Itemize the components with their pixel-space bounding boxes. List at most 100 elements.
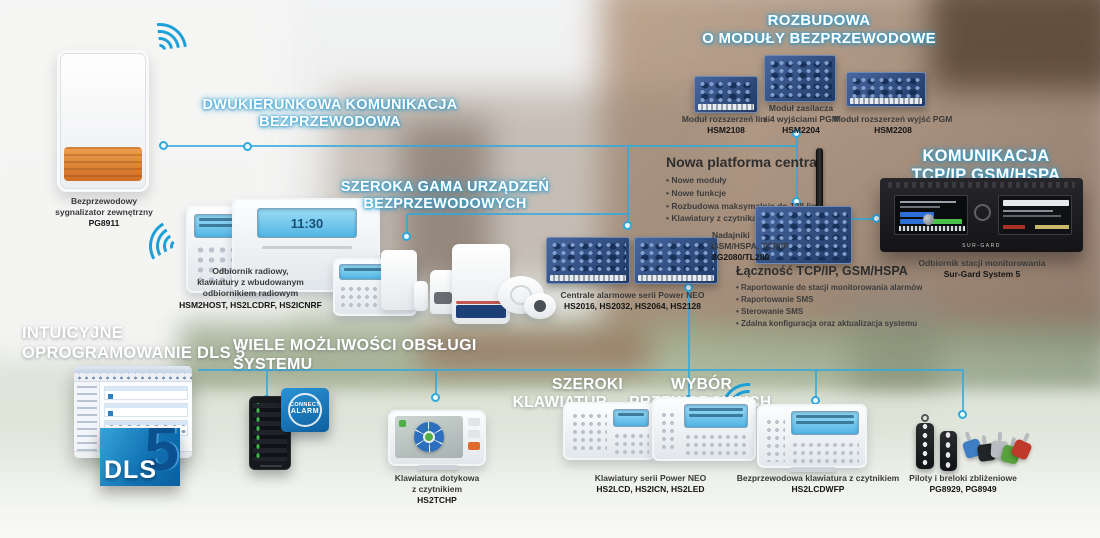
connector-line — [406, 214, 408, 234]
surgard-screen-left — [894, 195, 968, 235]
keypad-device: 11:30 — [232, 198, 380, 292]
module-label-line: Moduł zasilacza — [768, 103, 834, 113]
antenna — [816, 148, 823, 210]
dls5-logo-number: 5 — [144, 428, 179, 484]
touch-status-icon — [399, 420, 406, 427]
connector-line — [435, 370, 437, 395]
dls-toolbar — [74, 373, 192, 382]
remote-fob — [916, 414, 934, 469]
bg-planter — [420, 330, 650, 372]
heading-two-way: DWUKIERUNKOWA KOMUNIKACJA BEZPRZEWODOWA — [200, 97, 460, 131]
platform-bullet: Nowe moduły — [666, 174, 876, 187]
touch-keypad-label: Klawiatura dotykowa z czytnikiem HS2TCHP — [381, 473, 493, 507]
keypad-buttons — [791, 441, 859, 464]
module-label-line: z 4 wyjściami PGM — [763, 114, 839, 125]
siren-label-line: sygnalizator zewnętrzny — [55, 207, 153, 218]
touch-keypad-model: HS2TCHP — [417, 495, 457, 506]
dls-panel — [104, 386, 188, 400]
heading-word: SZEROKI — [552, 376, 624, 393]
indoor-siren-band — [456, 305, 506, 318]
keypad-lcd — [684, 404, 748, 428]
screen-terminals — [899, 226, 965, 231]
connectivity-bullet: Raportowanie SMS — [736, 294, 941, 306]
panels-label-line: Centrale alarmowe serii Power NEO — [560, 290, 705, 300]
keypad-buttons — [613, 432, 649, 454]
connector-line — [688, 290, 690, 398]
brochure-page: { "colors": { "accent_blue": "#2fa9dd", … — [0, 0, 1100, 520]
siren-strobe — [64, 147, 142, 181]
siren-label: Bezprzewodowy sygnalizator zewnętrzny PG… — [38, 196, 170, 230]
lcd-text-bar — [689, 414, 743, 417]
keypad-lcd-clock: 11:30 — [257, 208, 357, 238]
dls-sidebar — [74, 382, 100, 451]
wireless-keypad-model: HS2LCDWFP — [791, 484, 845, 495]
touch-keypad-label-line: Klawiatura dotykowa — [394, 473, 480, 483]
connector-node — [402, 232, 411, 241]
module-label: Moduł rozszerzeń linii HSM2108 — [658, 114, 794, 136]
touch-keypad-screen — [395, 416, 463, 458]
screen-white-row — [1003, 200, 1069, 206]
remote-fob — [940, 431, 957, 471]
touch-keypad-device — [388, 410, 486, 466]
transmitter-label: Nadajniki GSM/HSPA, TCP/IP 3G2080/TL280 — [712, 230, 812, 264]
door-contact-sensor — [381, 250, 417, 310]
wireless-keypad-label-line: Bezprzewodowa klawiatura z czytnikiem — [736, 473, 900, 483]
connectivity-title: Łączność TCP/IP, GSM/HSPA — [736, 264, 908, 278]
connector-node — [623, 221, 632, 230]
dls5-logo: 5 DLS — [100, 428, 180, 486]
connector-node — [243, 142, 252, 151]
dls-panel-header — [105, 421, 187, 425]
panel-board — [634, 237, 718, 284]
transmitter-model: 3G2080/TL280 — [712, 252, 770, 263]
module-board — [764, 55, 836, 102]
heading-line: WIELE MOŻLIWOŚCI OBSŁUGI SYSTEMU — [233, 337, 477, 373]
keypad-device — [652, 397, 756, 461]
touch-keypad-label-line: z czytnikiem — [411, 484, 463, 495]
neo-keypads-label: Klawiatury serii Power NEO HS2LCD, HS2IC… — [568, 473, 733, 495]
panel-board — [546, 237, 630, 284]
keypad-buttons — [765, 418, 785, 462]
module-model: HSM2204 — [782, 125, 820, 136]
screen-text-bar — [1003, 215, 1061, 217]
connector-line — [198, 369, 964, 371]
module-board — [846, 72, 926, 107]
heading-operation: WIELE MOŻLIWOŚCI OBSŁUGI SYSTEMU — [233, 337, 513, 375]
connector-line — [796, 136, 798, 202]
keypad-buttons — [660, 411, 678, 453]
surgard-vents — [888, 182, 1075, 188]
connector-node — [792, 129, 801, 138]
monitoring-label: Odbiornik stacji monitorowania Sur-Gard … — [898, 258, 1066, 280]
heading-wireless-range: SZEROKA GAMA URZĄDZEŃ BEZPRZEWODOWYCH — [330, 179, 560, 213]
keyring-hole — [921, 414, 929, 422]
panels-models: HS2016, HS2032, HS2064, HS2128 — [563, 301, 702, 312]
connector-line — [164, 145, 797, 147]
monitoring-label-line: Odbiornik stacji monitorowania — [918, 258, 1046, 268]
touch-side-button — [468, 430, 480, 438]
heading-software: INTUICYJNE OPROGRAMOWANIE DLS 5 — [22, 324, 292, 364]
keypad-lcd — [613, 409, 649, 427]
heading-line: OPROGRAMOWANIE DLS 5 — [22, 343, 246, 362]
siren-model: PG8911 — [88, 218, 120, 229]
touch-side-button — [468, 418, 480, 426]
dls-titlebar — [74, 366, 192, 373]
wireless-key-center — [534, 300, 546, 312]
dls-panel-header — [105, 404, 187, 408]
module-label-line: Moduł rozszerzeń wyjść PGM — [833, 114, 953, 124]
wireless-keypad-stand — [790, 467, 836, 472]
heading-line: ROZBUDOWA — [767, 12, 871, 29]
module-label-line: Moduł rozszerzeń linii — [681, 114, 771, 124]
lcd-text-bar — [344, 268, 382, 271]
module-label: Moduł zasilacza z 4 wyjściami PGM HSM220… — [742, 103, 860, 137]
heading-line: O MODUŁY BEZPRZEWODOWE — [702, 29, 936, 47]
connector-node — [159, 141, 168, 150]
transmitter-label-line: Nadajniki — [712, 230, 750, 240]
surgard-badge — [974, 204, 991, 221]
wireless-key-device — [524, 293, 556, 319]
module-model: HSM2108 — [707, 125, 745, 136]
neo-keypads-label-line: Klawiatury serii Power NEO — [594, 473, 707, 483]
transmitter-board — [755, 206, 852, 264]
radio-hub-label-line: klawiatury z wbudowanym — [197, 277, 304, 288]
connect-alarm-circle — [288, 393, 322, 427]
screen-yellow-bar — [1035, 225, 1069, 229]
screen-text-bar — [900, 201, 956, 203]
